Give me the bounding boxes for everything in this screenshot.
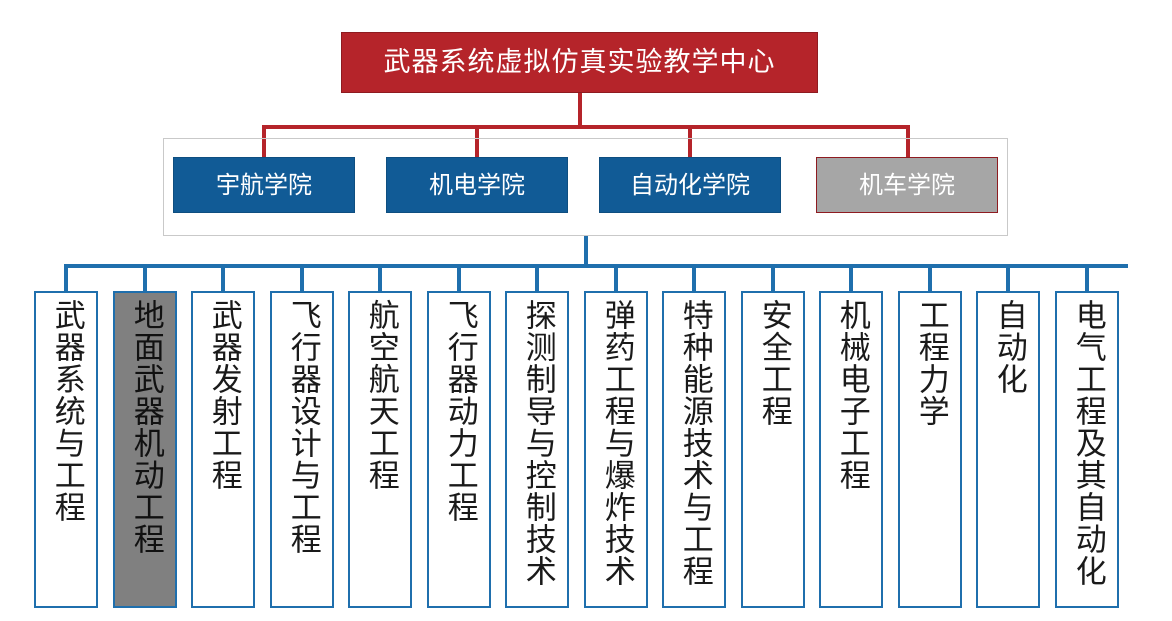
college-node-yuhang[interactable]: 宇航学院 bbox=[173, 157, 355, 213]
major-label: 特种能源技术与工程 bbox=[676, 299, 713, 587]
major-node-14[interactable]: 电气工程及其自动化 bbox=[1055, 291, 1119, 608]
major-node-8[interactable]: 弹药工程与爆炸技术 bbox=[584, 291, 648, 608]
major-node-13[interactable]: 自动化 bbox=[976, 291, 1040, 608]
major-node-10[interactable]: 安全工程 bbox=[741, 291, 805, 608]
blue-trunk-vertical bbox=[584, 236, 588, 267]
college-node-jiche[interactable]: 机车学院 bbox=[816, 157, 998, 213]
major-node-5[interactable]: 航空航天工程 bbox=[348, 291, 412, 608]
colleges-group-container bbox=[163, 138, 1008, 236]
major-label: 工程力学 bbox=[912, 299, 949, 427]
blue-drop-major-6 bbox=[457, 264, 461, 293]
blue-bus-horizontal bbox=[66, 264, 1128, 268]
major-node-12[interactable]: 工程力学 bbox=[898, 291, 962, 608]
major-node-11[interactable]: 机械电子工程 bbox=[819, 291, 883, 608]
red-drop-college-4 bbox=[906, 125, 910, 159]
college-label: 机车学院 bbox=[859, 171, 955, 199]
major-label: 自动化 bbox=[990, 299, 1027, 395]
major-node-4[interactable]: 飞行器设计与工程 bbox=[270, 291, 334, 608]
major-node-1[interactable]: 武器系统与工程 bbox=[34, 291, 98, 608]
college-node-jidian[interactable]: 机电学院 bbox=[386, 157, 568, 213]
major-node-3[interactable]: 武器发射工程 bbox=[191, 291, 255, 608]
major-node-7[interactable]: 探测制导与控制技术 bbox=[505, 291, 569, 608]
blue-drop-major-9 bbox=[692, 264, 696, 293]
major-label: 机械电子工程 bbox=[833, 299, 870, 491]
blue-drop-major-7 bbox=[535, 264, 539, 293]
college-node-zidonghua[interactable]: 自动化学院 bbox=[599, 157, 781, 213]
major-label: 弹药工程与爆炸技术 bbox=[598, 299, 635, 587]
major-label: 电气工程及其自动化 bbox=[1069, 299, 1106, 587]
blue-drop-major-11 bbox=[849, 264, 853, 293]
red-drop-college-3 bbox=[688, 125, 692, 159]
blue-drop-major-8 bbox=[614, 264, 618, 293]
center-title-node: 武器系统虚拟仿真实验教学中心 bbox=[341, 32, 818, 93]
blue-drop-major-4 bbox=[300, 264, 304, 293]
college-label: 机电学院 bbox=[429, 171, 525, 199]
major-label: 安全工程 bbox=[755, 299, 792, 427]
blue-drop-major-10 bbox=[771, 264, 775, 293]
major-label: 武器系统与工程 bbox=[48, 299, 85, 523]
red-drop-college-1 bbox=[262, 125, 266, 159]
major-node-6[interactable]: 飞行器动力工程 bbox=[427, 291, 491, 608]
center-title-text: 武器系统虚拟仿真实验教学中心 bbox=[383, 47, 776, 78]
major-label: 地面武器机动工程 bbox=[127, 299, 164, 555]
major-node-9[interactable]: 特种能源技术与工程 bbox=[662, 291, 726, 608]
college-label: 宇航学院 bbox=[216, 171, 312, 199]
red-bus-horizontal bbox=[262, 125, 910, 129]
major-label: 探测制导与控制技术 bbox=[519, 299, 556, 587]
blue-drop-major-2 bbox=[143, 264, 147, 293]
blue-drop-major-5 bbox=[378, 264, 382, 293]
college-label: 自动化学院 bbox=[630, 171, 750, 199]
blue-drop-major-14 bbox=[1085, 264, 1089, 293]
major-label: 航空航天工程 bbox=[362, 299, 399, 491]
major-node-2[interactable]: 地面武器机动工程 bbox=[113, 291, 177, 608]
major-label: 武器发射工程 bbox=[205, 299, 242, 491]
red-trunk-vertical bbox=[578, 93, 582, 127]
red-drop-college-2 bbox=[475, 125, 479, 159]
major-label: 飞行器设计与工程 bbox=[284, 299, 321, 555]
blue-drop-major-13 bbox=[1006, 264, 1010, 293]
major-label: 飞行器动力工程 bbox=[441, 299, 478, 523]
blue-drop-major-12 bbox=[928, 264, 932, 293]
blue-drop-major-3 bbox=[221, 264, 225, 293]
blue-drop-major-1 bbox=[64, 264, 68, 293]
